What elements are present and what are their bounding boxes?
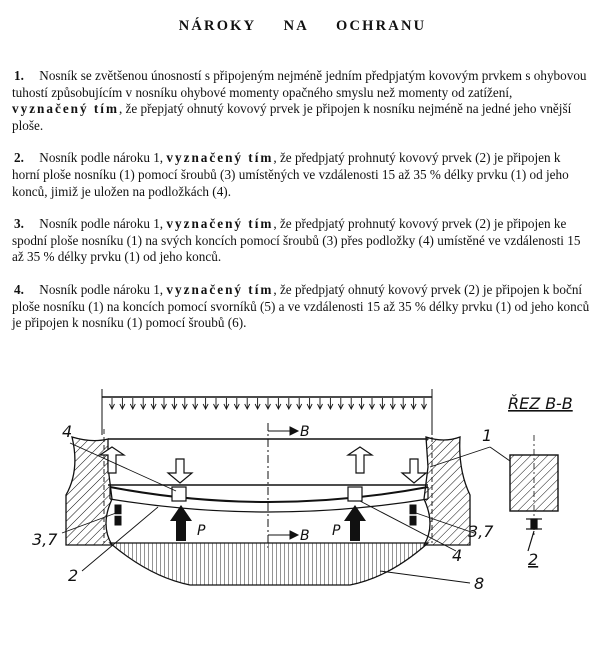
cut-label-top: B	[300, 424, 310, 440]
load-arrow-head	[389, 403, 396, 411]
claim-text-before: Nosník podle nároku 1,	[39, 216, 164, 232]
prestressed-element	[109, 486, 429, 513]
label-beam: 1	[482, 426, 492, 445]
load-arrow-head	[213, 403, 219, 411]
claim-emphasis: vyznačený tím	[166, 281, 274, 297]
load-arrow-head	[192, 403, 199, 411]
load-arrow-head	[129, 403, 136, 411]
load-arrow-head	[181, 403, 188, 411]
claim-number: 1.	[14, 68, 24, 83]
left-support	[65, 436, 114, 546]
claim-text-after: , že předpjatý ohnutý kovový prvek (2) j…	[12, 281, 590, 331]
claim-text-after: , že předpjatý prohnutý kovový prvek (2)…	[12, 216, 581, 265]
claim-1: 1. Nosník se zvětšenou únosností s připo…	[12, 68, 590, 134]
claim-text-before: Nosník podle nároku 1,	[39, 281, 164, 297]
load-arrow-head	[254, 403, 261, 411]
claim-text-before: Nosník se zvětšenou únosností s připojen…	[12, 68, 587, 100]
load-arrow-head	[119, 403, 126, 411]
claim-3: 3. Nosník podle nároku 1, vyznačený tím,…	[12, 216, 590, 266]
load-arrow-head	[223, 403, 230, 411]
load-arrow-head	[244, 403, 251, 411]
label-screws-left: 3,7	[32, 530, 58, 549]
end-screws	[112, 504, 419, 526]
load-arrow-head	[109, 403, 115, 411]
load-arrow-head	[421, 403, 427, 411]
right-support	[422, 436, 471, 546]
load-arrow-head	[161, 403, 167, 411]
load-arrow-head	[306, 403, 313, 411]
load-arrow-head	[150, 403, 157, 411]
hollow-arrows	[98, 446, 428, 484]
pad-right	[347, 486, 363, 502]
section-element	[526, 435, 542, 552]
claims-list: 1. Nosník se zvětšenou únosností s připo…	[12, 68, 590, 348]
cut-label-bottom: B	[300, 528, 310, 544]
load-arrow-head	[265, 403, 271, 411]
force-arrows	[170, 505, 366, 541]
moment-diagram	[108, 542, 430, 586]
section-cut	[267, 423, 300, 551]
distributed-load	[101, 389, 433, 435]
claim-emphasis: vyznačený tím	[166, 216, 274, 232]
load-arrow-head	[358, 403, 365, 411]
claim-emphasis: vyznačený tím	[12, 101, 119, 117]
page-title: NÁROKY NA OCHRANU	[178, 18, 427, 34]
label-screws-right: 3,7	[468, 522, 494, 541]
force-label-right: P	[332, 523, 341, 539]
label-pad-left: 4	[62, 422, 72, 441]
load-arrow-head	[233, 403, 240, 411]
section-label: ŘEZ B-B	[508, 394, 573, 413]
load-arrow-head	[337, 403, 344, 411]
claim-text-after: , že přepjatý ohnutý kovový prvek je při…	[12, 101, 572, 133]
load-arrow-head	[369, 403, 375, 411]
load-arrow-head	[410, 403, 417, 411]
load-arrow-head	[171, 403, 178, 411]
force-label-left: P	[197, 523, 206, 539]
claim-number: 3.	[14, 216, 24, 232]
claim-2: 2. Nosník podle nároku 1, vyznačený tím,…	[12, 150, 590, 200]
claim-number: 2.	[14, 150, 24, 166]
load-arrow-head	[140, 403, 147, 411]
claim-text-before: Nosník podle nároku 1,	[39, 150, 164, 166]
load-arrow-head	[317, 403, 323, 411]
load-arrow-head	[296, 403, 303, 411]
leader-lines	[61, 442, 511, 584]
pad-left	[171, 486, 187, 502]
label-diagram: 8	[474, 574, 484, 593]
load-arrow-head	[202, 403, 209, 411]
label-pad-right: 4	[452, 546, 462, 565]
load-arrow-head	[400, 403, 407, 411]
load-arrow-head	[275, 403, 282, 411]
load-arrow-head	[327, 403, 334, 411]
claim-emphasis: vyznačený tím	[166, 150, 274, 166]
label-section-element: 2	[528, 550, 538, 569]
claim-number: 4.	[14, 281, 24, 297]
claim-text-after: , že předpjatý prohnutý kovový prvek (2)…	[12, 150, 569, 199]
label-element: 2	[68, 566, 78, 585]
technical-drawing: P P B B 4 1 3,7 3,7 4 2 8 ŘEZ B-B 2	[32, 389, 573, 593]
load-arrow-head	[285, 403, 292, 411]
load-arrow-head	[379, 403, 386, 411]
load-arrow-head	[348, 403, 355, 411]
claim-4: 4. Nosník podle nároku 1, vyznačený tím,…	[12, 282, 590, 332]
